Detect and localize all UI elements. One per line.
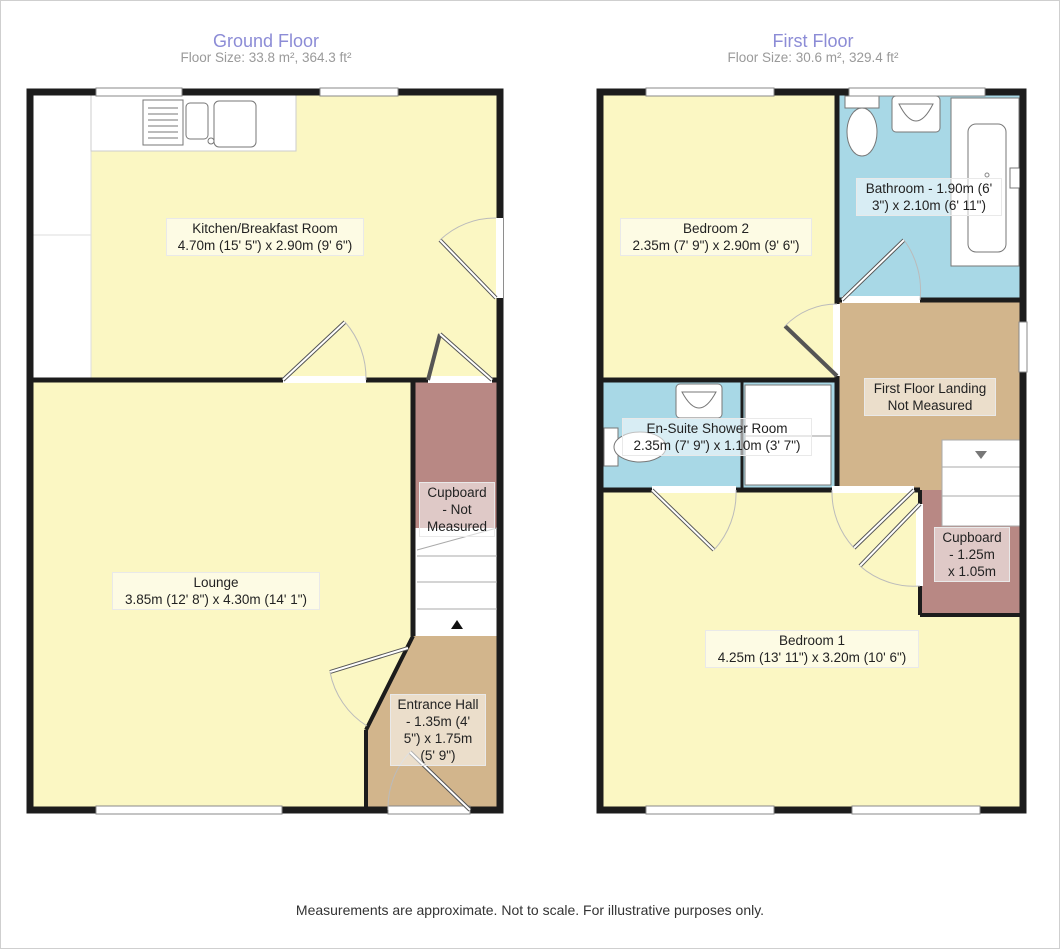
bathroom-line2: 3") x 2.10m (6' 11") <box>872 198 986 213</box>
landing-label: First Floor Landing Not Measured <box>864 378 996 416</box>
bathroom-line1: Bathroom - 1.90m (6' <box>865 181 993 196</box>
bedroom-1-name: Bedroom 1 <box>778 633 846 648</box>
kitchen-tall-unit <box>32 94 92 381</box>
first-cupboard-line1: Cupboard <box>942 530 1002 545</box>
kitchen-dims: 4.70m (15' 5") x 2.90m (9' 6") <box>177 238 353 253</box>
bedroom-2-label: Bedroom 2 2.35m (7' 9") x 2.90m (9' 6") <box>620 218 812 256</box>
toilet-cistern <box>844 95 880 109</box>
disclaimer-footer: Measurements are approximate. Not to sca… <box>295 902 765 918</box>
first-cupboard-line3: x 1.05m <box>947 564 997 579</box>
first-cupboard-line2: - 1.25m <box>949 547 995 562</box>
hall-line1: Entrance Hall <box>397 697 479 712</box>
ground-cupboard-line2: - Not <box>442 502 472 517</box>
ensuite-name: En-Suite Shower Room <box>646 421 788 436</box>
bathroom-label: Bathroom - 1.90m (6' 3") x 2.10m (6' 11"… <box>856 178 1002 216</box>
first-floor-size: Floor Size: 30.6 m², 329.4 ft² <box>727 50 899 65</box>
bedroom-1-label: Bedroom 1 4.25m (13' 11") x 3.20m (10' 6… <box>705 630 919 668</box>
landing-line2: Not Measured <box>887 398 973 413</box>
kitchen-sink-bowl-2 <box>213 100 257 148</box>
stairs-down-arrow-icon <box>975 451 987 459</box>
bedroom-2-name: Bedroom 2 <box>682 221 750 236</box>
hall-line2: - 1.35m (4' <box>405 714 471 729</box>
toilet-bowl <box>846 107 878 157</box>
ground-cupboard-line1: Cupboard <box>427 485 487 500</box>
ground-cupboard-line3: Measured <box>426 519 488 534</box>
kitchen-name: Kitchen/Breakfast Room <box>192 221 338 236</box>
ensuite-label: En-Suite Shower Room 2.35m (7' 9") x 1.1… <box>622 418 812 456</box>
ground-cupboard-label: Cupboard - Not Measured <box>419 482 495 537</box>
bedroom-1-dims: 4.25m (13' 11") x 3.20m (10' 6") <box>717 650 907 665</box>
hall-line3: 5") x 1.75m <box>403 731 473 746</box>
kitchen-sink-bowl <box>185 102 209 140</box>
entrance-hall-label: Entrance Hall - 1.35m (4' 5") x 1.75m (5… <box>390 694 486 766</box>
bedroom-2-dims: 2.35m (7' 9") x 2.90m (9' 6") <box>632 238 800 253</box>
lounge-dims: 3.85m (12' 8") x 4.30m (14' 1") <box>124 592 308 607</box>
lounge-name: Lounge <box>193 575 239 590</box>
stairs-up-arrow-icon <box>451 620 463 629</box>
ensuite-dims: 2.35m (7' 9") x 1.10m (3' 7") <box>633 438 801 453</box>
lounge-label: Lounge 3.85m (12' 8") x 4.30m (14' 1") <box>112 572 320 610</box>
first-cupboard-label: Cupboard - 1.25m x 1.05m <box>934 527 1010 582</box>
ground-floor-title: Ground Floor <box>212 31 320 51</box>
ground-floor-size: Floor Size: 33.8 m², 364.3 ft² <box>180 50 352 65</box>
landing-line1: First Floor Landing <box>873 381 987 396</box>
kitchen-label: Kitchen/Breakfast Room 4.70m (15' 5") x … <box>166 218 364 256</box>
hall-line4: (5' 9") <box>420 748 456 763</box>
first-floor-title: First Floor <box>772 31 854 51</box>
